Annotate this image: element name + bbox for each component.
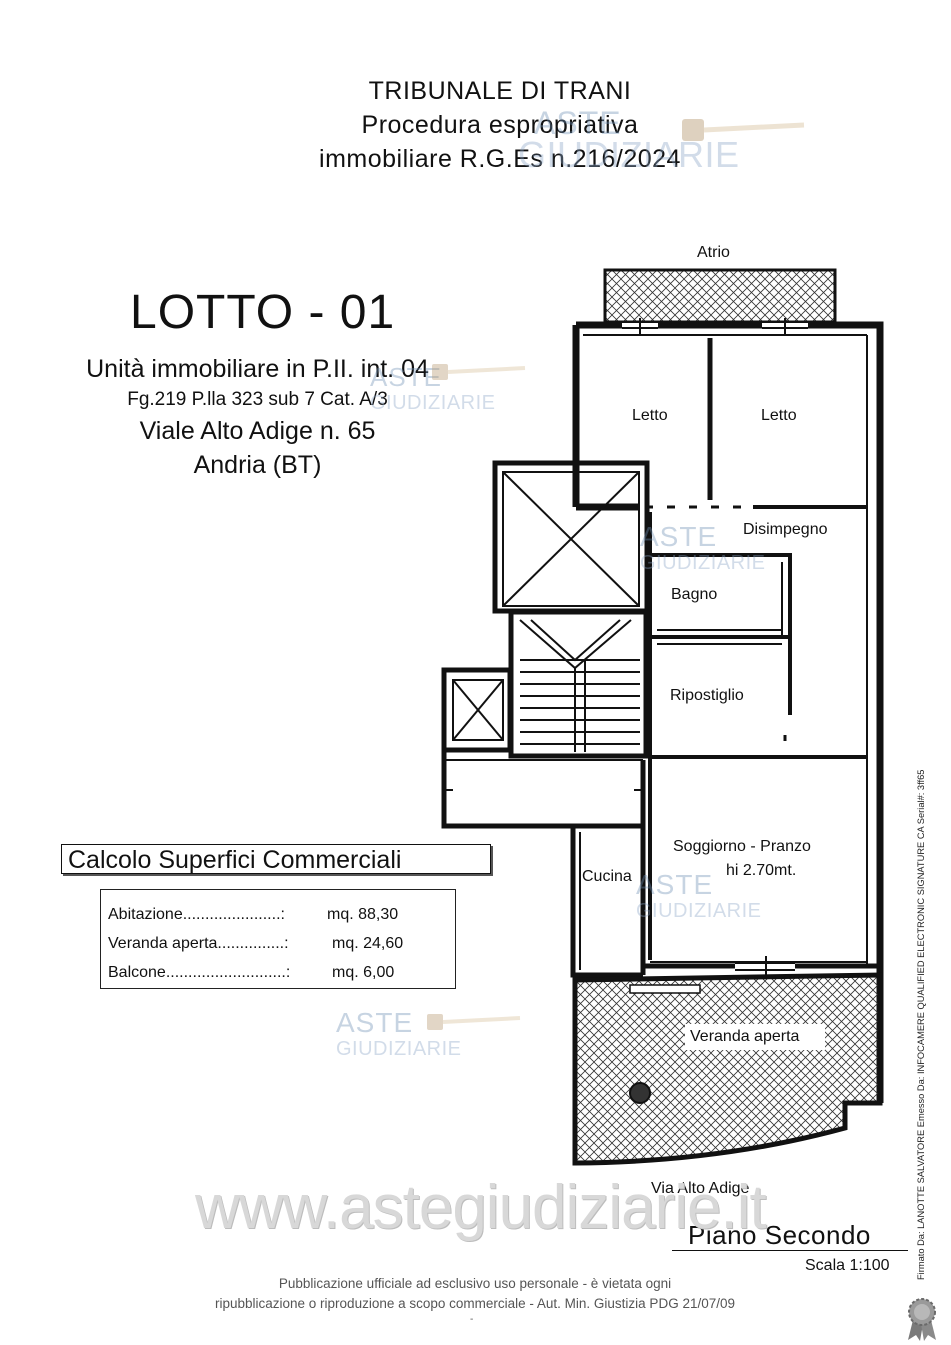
- calc-row-value: mq. 6,00: [332, 964, 395, 981]
- plan-title: Piano Secondo: [688, 1220, 871, 1250]
- watermark-url: www.astegiudiziarie.it: [195, 1173, 767, 1242]
- procedure-number: immobiliare R.G.Es n.216/2024: [319, 145, 681, 173]
- footer-line-1: Pubblicazione ufficiale ad esclusivo uso…: [278, 1276, 672, 1291]
- watermark-aste: ASTE GIUDIZIARIE: [640, 521, 766, 575]
- document-header: TRIBUNALE DI TRANI Procedura espropriati…: [250, 74, 750, 176]
- room-label-ripostiglio: Ripostiglio: [670, 687, 744, 704]
- veranda-area: [572, 972, 883, 1166]
- calc-row-label: Abitazione......................:: [108, 906, 285, 923]
- court-name: TRIBUNALE DI TRANI: [368, 77, 632, 105]
- lot-title: LOTTO - 01: [130, 286, 396, 339]
- unit-floor: Unità immobiliare in P.II. int. 04: [86, 355, 429, 383]
- unit-city: Andria (BT): [193, 451, 322, 479]
- room-label-letto-2: Letto: [761, 407, 797, 424]
- calc-row-label: Veranda aperta...............:: [108, 935, 289, 952]
- footer-dash: -: [470, 1314, 474, 1325]
- calc-row: Veranda aperta...............: mq. 24,60: [108, 929, 455, 958]
- watermark-aste: ASTE GIUDIZIARIE: [370, 362, 496, 414]
- gavel-icon: [432, 364, 526, 380]
- calc-title: Calcolo Superfici Commerciali: [61, 844, 491, 874]
- room-label-veranda: Veranda aperta: [690, 1028, 800, 1045]
- room-label-soggiorno: Soggiorno - Pranzo: [673, 838, 811, 855]
- gavel-icon: [682, 119, 805, 141]
- footer-disclaimer: Pubblicazione ufficiale ad esclusivo uso…: [150, 1274, 800, 1314]
- calc-row-value: mq. 24,60: [332, 935, 404, 952]
- room-height: hi 2.70mt.: [726, 862, 797, 879]
- footer-line-2: ripubblicazione o riproduzione a scopo c…: [214, 1296, 735, 1311]
- watermark-aste: ASTE GIUDIZIARIE: [636, 869, 762, 923]
- unit-description: Unità immobiliare in P.II. int. 04 Fg.21…: [30, 352, 485, 482]
- room-label-bagno: Bagno: [671, 586, 718, 603]
- watermark-aste: ASTE GIUDIZIARIE: [336, 1007, 462, 1061]
- signature-text: Firmato Da: LANOTTE SALVATORE Emesso Da:…: [916, 769, 926, 1280]
- procedure-type: Procedura espropriativa: [361, 111, 639, 139]
- unit-address: Viale Alto Adige n. 65: [139, 417, 376, 445]
- calc-row: Balcone...........................: mq. …: [108, 958, 455, 987]
- room-label-atrio: Atrio: [697, 244, 730, 261]
- cadastral-data: Fg.219 P.lla 323 sub 7 Cat. A/3: [127, 389, 388, 410]
- calc-table: Abitazione......................: mq. 88…: [100, 889, 456, 989]
- plan-title-underline: [672, 1250, 908, 1251]
- atrio-area: [603, 268, 837, 324]
- gavel-icon: [427, 1014, 521, 1030]
- room-label-letto-1: Letto: [632, 407, 668, 424]
- room-label-disimpegno: Disimpegno: [743, 521, 828, 538]
- calc-row-value: mq. 88,30: [327, 906, 399, 923]
- digital-signature: Firmato Da: LANOTTE SALVATORE Emesso Da:…: [912, 660, 932, 1280]
- calc-row-label: Balcone...........................:: [108, 964, 291, 981]
- windows-top: [622, 318, 808, 334]
- certification-seal-icon: [908, 1298, 936, 1341]
- street-label: Via Alto Adige: [651, 1180, 750, 1197]
- watermark-aste: ASTE GIUDIZIARIE: [518, 105, 740, 175]
- plan-scale: Scala 1:100: [805, 1257, 890, 1274]
- calc-row: Abitazione......................: mq. 88…: [108, 900, 455, 929]
- room-label-cucina: Cucina: [582, 868, 632, 885]
